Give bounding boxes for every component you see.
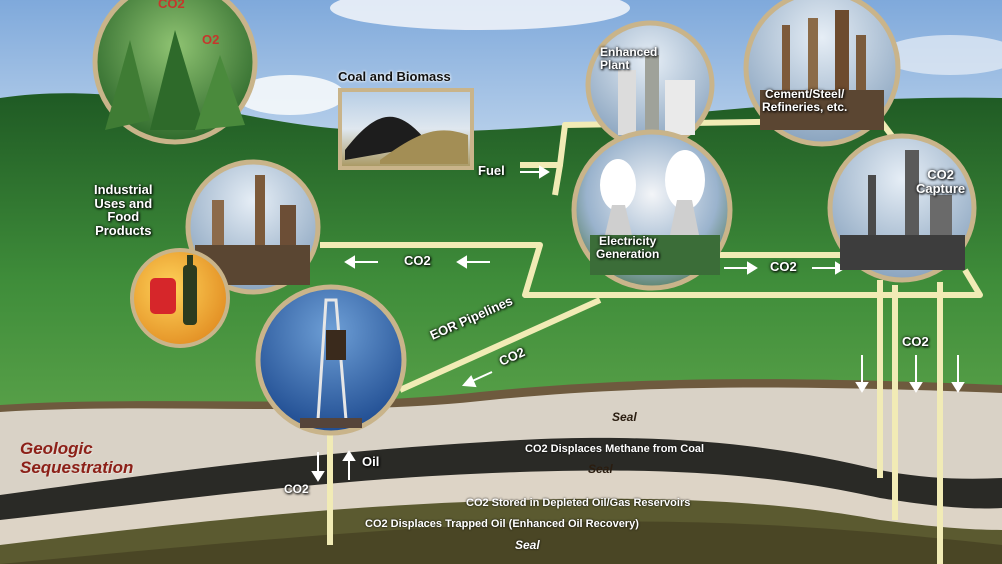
cloud — [330, 0, 630, 30]
cement-steel-refinery-photo — [743, 0, 901, 147]
cement-refineries-label: Cement/Steel/ Refineries, etc. — [762, 87, 848, 114]
coal-biomass-label: Coal and Biomass — [338, 69, 451, 84]
electricity-generation-label: Electricity Generation — [596, 234, 660, 261]
coal-biomass-photo — [338, 88, 474, 170]
co2-depleted-reservoirs-label: CO2 Stored in Depleted Oil/Gas Reservoir… — [466, 497, 691, 509]
pipe-network — [320, 117, 983, 564]
enhanced-plant-label: Enhanced Plant — [600, 45, 658, 72]
enhanced-plant-photo — [585, 20, 715, 150]
seal-label-middle: Seal — [588, 462, 613, 476]
co2-enhanced-oil-recovery-label: CO2 Displaces Trapped Oil (Enhanced Oil … — [365, 518, 639, 530]
co2-displaces-methane-label: CO2 Displaces Methane from Coal — [525, 443, 705, 455]
co2-to-capture-label: CO2 — [770, 259, 797, 274]
oil-label: Oil — [362, 454, 380, 469]
drilling-rig-photo — [255, 284, 407, 436]
cloud — [880, 35, 1002, 75]
seal-label-top: Seal — [612, 410, 637, 424]
fuel-label: Fuel — [478, 163, 505, 178]
co2-injection-label: CO2 — [902, 334, 929, 349]
stratum-oil-reservoir — [0, 521, 1002, 564]
food-products-photo — [130, 248, 230, 348]
flow-arrows — [311, 165, 965, 482]
co2-capture-label: CO2 Capture — [916, 167, 966, 196]
forest-photo — [92, 0, 258, 145]
co2-return-pipe-label: CO2 — [404, 253, 431, 268]
co2-absorption-label: CO2 — [158, 0, 185, 11]
electricity-generation-photo — [571, 129, 733, 291]
cloud — [235, 75, 345, 115]
seal-label-bottom: Seal — [515, 538, 540, 552]
o2-release-label: O2 — [202, 32, 220, 47]
industrial-uses-label: Industrial Uses and Food Products — [94, 182, 153, 238]
co2-capture-photo — [827, 133, 977, 283]
co2-well-injection-label: CO2 — [284, 482, 309, 496]
geologic-sequestration-label: Geologic Sequestration — [20, 439, 134, 477]
